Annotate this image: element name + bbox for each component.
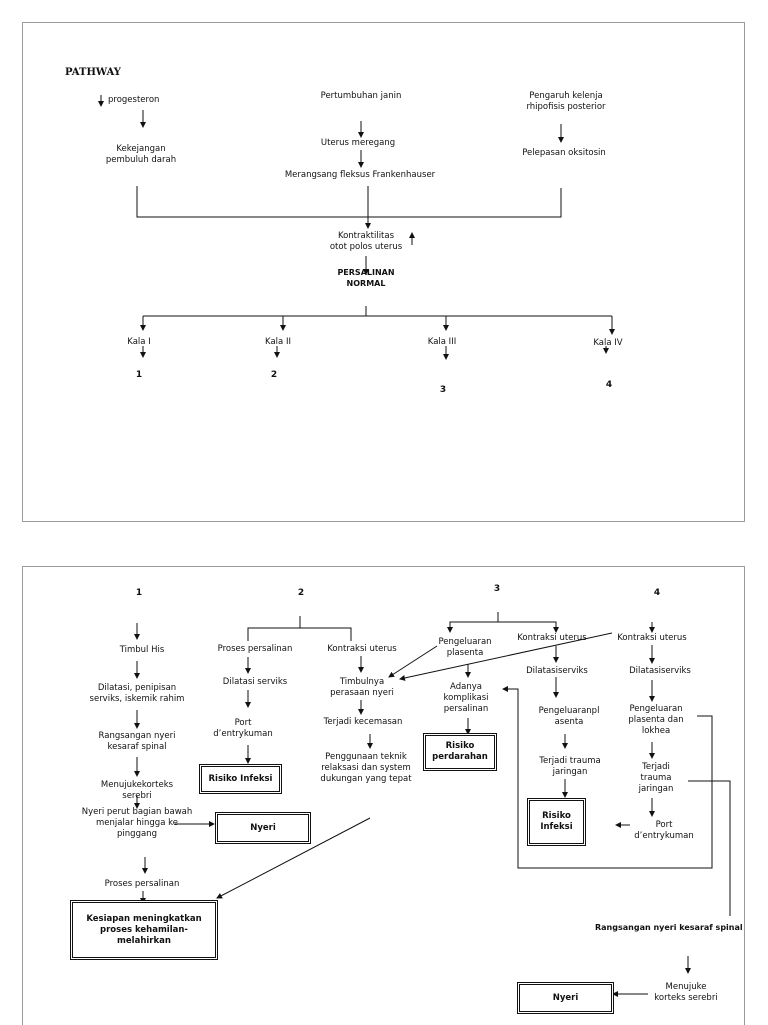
pathway-title: PATHWAY <box>65 67 121 78</box>
kontraksi-uterus-3-label: Kontraksi uterus <box>617 633 687 643</box>
header-4: 4 <box>653 588 661 598</box>
progesteron-label: progesteron <box>108 95 160 105</box>
rangsangan-spinal-label: Rangsangan nyeri kesaraf spinal <box>595 923 743 932</box>
fleksus-label: Merangsang fleksus Frankenhauser <box>284 170 436 180</box>
kala-2-label: Kala II <box>265 337 291 347</box>
uterus-meregang-label: Uterus meregang <box>320 138 396 148</box>
dilatasiserviks-2-label: Dilatasiserviks <box>629 666 691 676</box>
header-3: 3 <box>493 584 501 594</box>
pengeluaran-plasenta-label: Pengeluaran plasenta <box>438 637 492 658</box>
kala-4-number: 4 <box>605 380 613 390</box>
proses-persalinan-2-label: Proses persalinan <box>217 644 293 654</box>
port-entry-2-label: Port d’entrykuman <box>634 820 694 841</box>
nyeri-2-box: Nyeri <box>517 982 614 1014</box>
pengeluaran-lokhea-label: Pengeluaran plasenta dan lokhea <box>628 704 684 736</box>
rangsangan-nyeri-label: Rangsangan nyeri kesaraf spinal <box>98 731 176 752</box>
kala-3-label: Kala III <box>427 337 457 347</box>
timbul-his-label: Timbul His <box>119 645 165 655</box>
pertumbuhan-janin-label: Pertumbuhan janin <box>320 91 402 101</box>
risiko-infeksi-box: Risiko Infeksi <box>199 764 282 794</box>
kesiapan-box: Kesiapan meningkatkan proses kehamilan- … <box>70 900 218 960</box>
dilatasi-penipisan-label: Dilatasi, penipisan serviks, iskemik rah… <box>89 683 185 704</box>
page-1-frame <box>22 22 745 522</box>
kala-2-number: 2 <box>270 370 278 380</box>
komplikasi-label: Adanya komplikasi persalinan <box>443 682 489 714</box>
proses-persalinan-label: Proses persalinan <box>104 879 180 889</box>
timbulnya-nyeri-label: Timbulnya perasaan nyeri <box>330 677 394 698</box>
kontraksi-uterus-2-label: Kontraksi uterus <box>517 633 587 643</box>
menuju-korteks-label: Menujukekorteks serebri <box>100 780 174 801</box>
kala-1-number: 1 <box>135 370 143 380</box>
risiko-perdarahan-box: Risiko perdarahan <box>423 733 497 771</box>
teknik-relaksasi-label: Penggunaan teknik relaksasi dan system d… <box>320 752 412 784</box>
kala-4-label: Kala IV <box>593 338 623 348</box>
kecemasan-label: Terjadi kecemasan <box>323 717 403 727</box>
menuju-korteks-2-label: Menujuke korteks serebri <box>654 982 718 1003</box>
header-2: 2 <box>297 588 305 598</box>
trauma-jaringan-2-label: Terjadi trauma jaringan <box>638 762 674 794</box>
nyeri-perut-label: Nyeri perut bagian bawah menjalar hingga… <box>81 807 193 839</box>
nyeri-box: Nyeri <box>215 812 311 844</box>
persalinan-normal-label: PERSALINAN NORMAL <box>337 268 395 288</box>
dilatasiserviks-label: Dilatasiserviks <box>526 666 588 676</box>
kontraksi-uterus-label: Kontraksi uterus <box>327 644 397 654</box>
header-1: 1 <box>135 588 143 598</box>
port-entry-label: Port d’entrykuman <box>213 718 273 739</box>
kontraktilitas-label: Kontraktilitas otot polos uterus <box>329 231 403 252</box>
kala-3-number: 3 <box>439 385 447 395</box>
trauma-jaringan-label: Terjadi trauma jaringan <box>539 756 601 777</box>
pelepasan-oksitosin-label: Pelepasan oksitosin <box>522 148 606 158</box>
pengaruh-kelenjar-label: Pengaruh kelenja rhipofisis posterior <box>526 91 606 112</box>
risiko-infeksi-2-box: Risiko Infeksi <box>527 798 586 846</box>
kala-1-label: Kala I <box>127 337 151 347</box>
dilatasi-serviks-label: Dilatasi serviks <box>222 677 288 687</box>
pengeluaran-plasenta-2-label: Pengeluaranpl asenta <box>538 706 600 727</box>
kekejangan-label: Kekejangan pembuluh darah <box>105 144 177 165</box>
